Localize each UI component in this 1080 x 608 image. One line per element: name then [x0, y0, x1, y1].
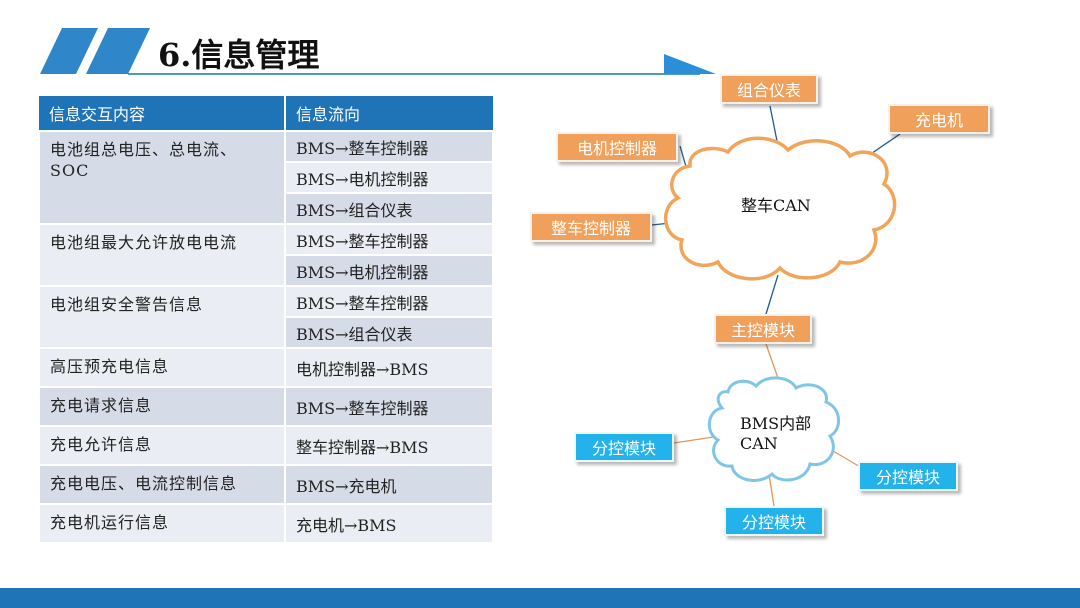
cell-flow: BMS→组合仪表 [284, 316, 494, 349]
node-slave-module-right: 分控模块 [858, 461, 958, 491]
bms-can-label-line1: BMS内部 [740, 414, 812, 433]
cell-flow: BMS→整车控制器 [284, 285, 494, 318]
table-row: BMS→电机控制器 [39, 161, 494, 194]
bms-can-label-line2: CAN [740, 434, 778, 453]
table-header-row: 信息交互内容 信息流向 [39, 96, 493, 131]
title-stripe-2 [86, 28, 150, 74]
table-row: 高压预充电信息 电机控制器→BMS [38, 347, 494, 388]
table-row: 充电允许信息 整车控制器→BMS [38, 425, 494, 466]
connector-master-module [765, 274, 779, 315]
node-master-module: 主控模块 [714, 314, 812, 344]
node-slave-module-left: 分控模块 [574, 432, 674, 462]
cell-content: 电池组安全警告信息 [38, 285, 286, 349]
title-stripe-1 [40, 28, 98, 74]
cell-flow: BMS→整车控制器 [284, 130, 494, 163]
cell-flow: 整车控制器→BMS [284, 425, 494, 466]
cell-content: 电池组最大允许放电电流 [38, 223, 286, 287]
cell-flow: BMS→充电机 [284, 464, 494, 505]
header-content: 信息交互内容 [39, 96, 286, 131]
node-charger: 充电机 [888, 104, 990, 134]
cell-content: 充电机运行信息 [38, 503, 286, 544]
node-motor-controller: 电机控制器 [556, 132, 678, 162]
info-table: 信息交互内容 信息流向 电池组总电压、总电流、SOC BMS→整车控制器 BMS… [38, 96, 494, 544]
table-row: 电池组最大允许放电电流 BMS→整车控制器 [38, 223, 494, 287]
cell-flow: BMS→电机控制器 [284, 161, 494, 194]
node-vehicle-controller: 整车控制器 [530, 212, 652, 242]
page-title: 6.信息管理 [158, 36, 320, 74]
title-arrow-icon [664, 54, 716, 74]
cell-flow: BMS→电机控制器 [284, 254, 494, 287]
vehicle-can-label: 整车CAN [741, 196, 811, 215]
table-row: 充电机运行信息 充电机→BMS [38, 503, 494, 544]
connector-master-bms [765, 343, 779, 379]
table-row: BMS→组合仪表 [39, 316, 494, 349]
table-row: 充电请求信息 BMS→整车控制器 [38, 386, 494, 427]
cell-flow: 电机控制器→BMS [284, 347, 494, 388]
cell-flow: 充电机→BMS [284, 503, 494, 544]
table-row: BMS→电机控制器 [39, 254, 494, 287]
cell-content: 高压预充电信息 [38, 347, 286, 388]
cell-flow: BMS→组合仪表 [284, 192, 494, 225]
node-instrument-cluster: 组合仪表 [720, 74, 818, 104]
footer-bar [0, 588, 1080, 608]
cell-content: 充电电压、电流控制信息 [38, 464, 286, 505]
title-decoration [40, 28, 716, 75]
cell-flow: BMS→整车控制器 [284, 386, 494, 427]
cell-content: 充电允许信息 [38, 425, 286, 466]
cell-flow: BMS→整车控制器 [284, 223, 494, 256]
table-row: 充电电压、电流控制信息 BMS→充电机 [38, 464, 494, 505]
cell-content: 电池组总电压、总电流、SOC [38, 130, 286, 225]
table-row: 电池组总电压、总电流、SOC BMS→整车控制器 [38, 130, 494, 225]
connector-instrument [769, 105, 779, 147]
node-slave-module-bottom: 分控模块 [724, 506, 824, 536]
header-flow: 信息流向 [285, 96, 493, 131]
bms-can-cloud [707, 376, 840, 482]
table-row: BMS→组合仪表 [39, 192, 494, 225]
vehicle-can-cloud [663, 136, 897, 281]
cell-content: 充电请求信息 [38, 386, 286, 427]
table-row: 电池组安全警告信息 BMS→整车控制器 [38, 285, 494, 349]
